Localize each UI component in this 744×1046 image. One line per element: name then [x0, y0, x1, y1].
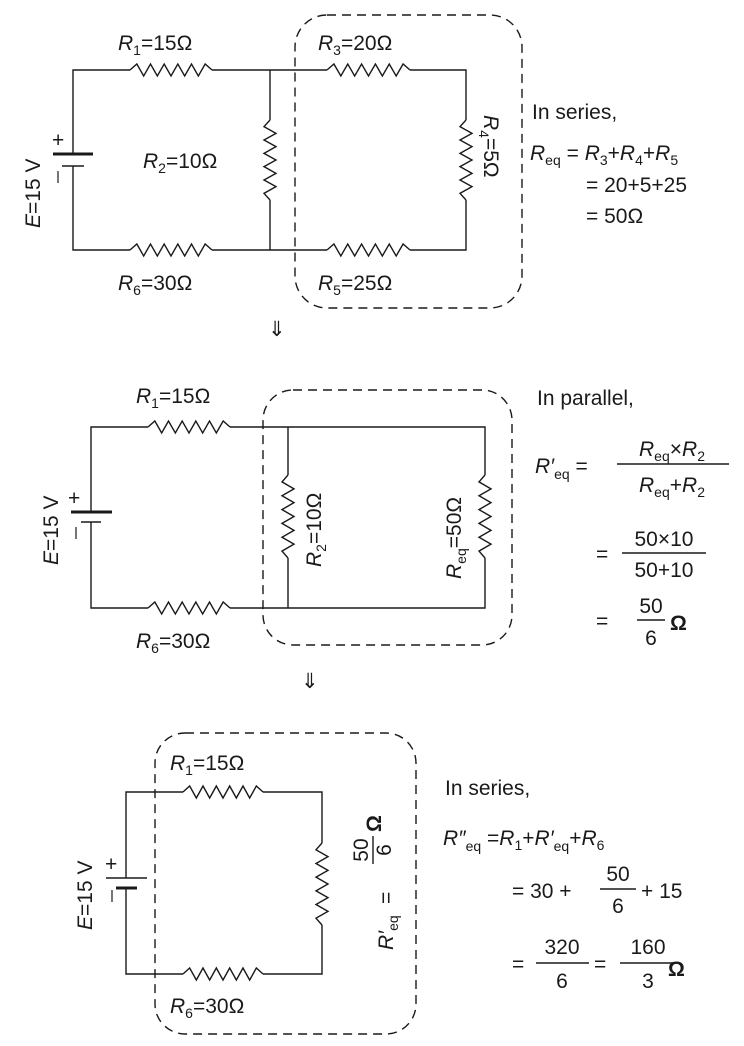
fraction-numerator: Req×R2	[639, 438, 705, 464]
resistor-r2	[262, 119, 278, 201]
fraction-numerator: 320	[544, 936, 579, 959]
resistor-r2	[280, 474, 296, 559]
equals-sign: =	[375, 892, 398, 904]
label-r1: R1=15Ω	[170, 752, 244, 778]
panel-3-circuit: + E=15 V R1=15Ω R6=30Ω R′eq = 50 6 Ω	[74, 732, 417, 1035]
resistor-req	[477, 474, 493, 559]
panel-2-circuit: + E=15 V R1=15Ω R6=30Ω R2=10Ω Req=50Ω	[40, 385, 513, 656]
equals-sign: =	[596, 610, 608, 633]
fraction-numerator: 160	[630, 936, 665, 959]
fraction-denominator: 6	[373, 844, 396, 856]
calc-line-2-suffix: + 15	[641, 880, 682, 903]
resistor-r1	[129, 62, 213, 78]
calc-title: In series,	[532, 101, 617, 124]
wire	[125, 791, 323, 975]
unit-ohm: Ω	[363, 815, 386, 832]
battery-plus-sign: +	[68, 487, 80, 510]
equals-sign: =	[596, 543, 608, 566]
resistor-r4	[458, 119, 474, 201]
calc-title: In parallel,	[537, 387, 634, 410]
resistor-r1	[182, 784, 264, 800]
resistor-r3	[326, 62, 411, 78]
label-r6: R6=30Ω	[136, 630, 210, 656]
label-r4: R4=5Ω	[476, 115, 502, 178]
calc-line-2: = 20+5+25	[586, 174, 687, 197]
label-r3: R3=20Ω	[318, 32, 392, 58]
label-r6: R6=30Ω	[118, 272, 192, 298]
calc-line-1: R″eq =R1+R′eq+R6	[443, 827, 605, 854]
fraction-denominator: Req+R2	[639, 474, 705, 500]
fraction-denominator: 6	[556, 970, 568, 993]
battery-plus-sign: +	[105, 853, 117, 876]
fraction-numerator: 50	[606, 863, 629, 886]
parallel-group-box	[262, 389, 513, 646]
resistor-r6	[182, 966, 264, 982]
resistor-r1	[147, 419, 231, 435]
fraction-denominator: 6	[612, 895, 624, 918]
calc-line-1: Req = R3+R4+R5	[530, 142, 678, 168]
down-arrow-icon: ⇓	[268, 318, 286, 341]
label-r1: R1=15Ω	[118, 32, 192, 58]
label-r2: R2=10Ω	[143, 150, 217, 176]
panel-3-calculation: In series, R″eq =R1+R′eq+R6 = 30 + 50 6 …	[443, 777, 685, 993]
fraction-denominator: 6	[645, 627, 657, 650]
resistor-req-prime	[314, 842, 330, 926]
label-r5: R5=25Ω	[318, 272, 392, 298]
panel-1-circuit: + E=15 V R1=15Ω R3=20Ω R2=10Ω R4=5Ω R6=3…	[22, 14, 523, 309]
calc-line-2-prefix: = 30 +	[512, 880, 572, 903]
fraction-numerator: 50	[639, 595, 662, 618]
equals-sign: =	[594, 953, 606, 976]
calc-lhs: R′eq =	[535, 455, 588, 482]
label-r6: R6=30Ω	[170, 995, 244, 1021]
label-r1: R1=15Ω	[136, 385, 210, 411]
calc-title: In series,	[445, 777, 530, 800]
down-arrow-icon: ⇓	[301, 670, 319, 693]
resistor-r6	[129, 242, 213, 258]
panel-2-calculation: In parallel, R′eq = Req×R2 Req+R2 = 50×1…	[535, 387, 729, 650]
battery-plus-sign: +	[52, 129, 64, 152]
emf-label: E=15 V	[74, 861, 97, 930]
emf-label: E=15 V	[22, 159, 45, 228]
equals-sign: =	[512, 953, 524, 976]
fraction-denominator: 3	[642, 970, 654, 993]
emf-label: E=15 V	[40, 496, 63, 565]
label-req-prime: R′eq = 50 6 Ω	[350, 815, 401, 950]
resistor-r6	[147, 600, 231, 616]
fraction-numerator: 50×10	[635, 528, 694, 551]
resistor-r5	[326, 242, 411, 258]
label-req: Req=50Ω	[443, 497, 469, 579]
wire	[90, 426, 486, 609]
panel-1-calculation: In series, Req = R3+R4+R5 = 20+5+25 = 50…	[530, 101, 687, 228]
fraction-denominator: 50+10	[635, 559, 694, 582]
fraction-numerator: 50	[350, 838, 373, 861]
series-group-box	[154, 732, 417, 1035]
label-r2: R2=10Ω	[303, 493, 329, 567]
series-group-box	[294, 14, 523, 309]
unit-ohm: Ω	[668, 958, 685, 981]
calc-line-3: = 50Ω	[586, 205, 643, 228]
unit-ohm: Ω	[670, 612, 687, 635]
req-prime-symbol: R′eq	[375, 915, 401, 950]
